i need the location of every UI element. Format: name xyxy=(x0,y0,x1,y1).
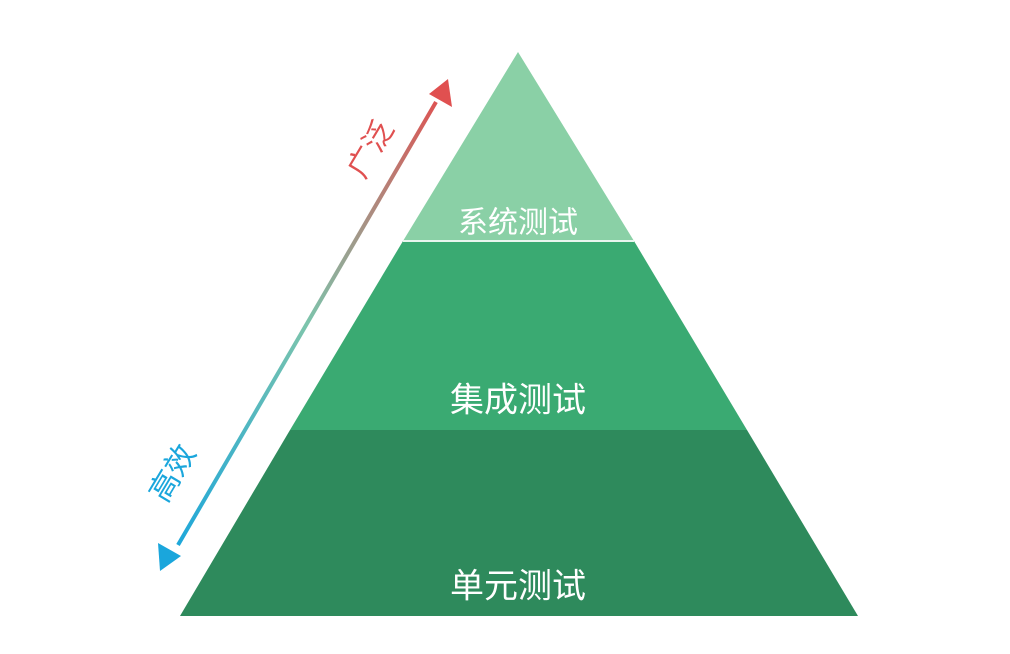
system-test-label: 系统测试 xyxy=(458,206,578,241)
unit-test-label: 单元测试 xyxy=(450,567,586,607)
arrow-down-icon xyxy=(158,543,181,571)
arrow-up-icon xyxy=(429,79,452,107)
integration-test-tier xyxy=(290,241,747,430)
efficient-label: 高效 xyxy=(143,439,204,508)
system-test-tier xyxy=(403,52,634,241)
axis-arrow-shaft xyxy=(176,100,438,547)
unit-test-tier xyxy=(180,430,858,616)
integration-test-label: 集成测试 xyxy=(450,381,586,421)
